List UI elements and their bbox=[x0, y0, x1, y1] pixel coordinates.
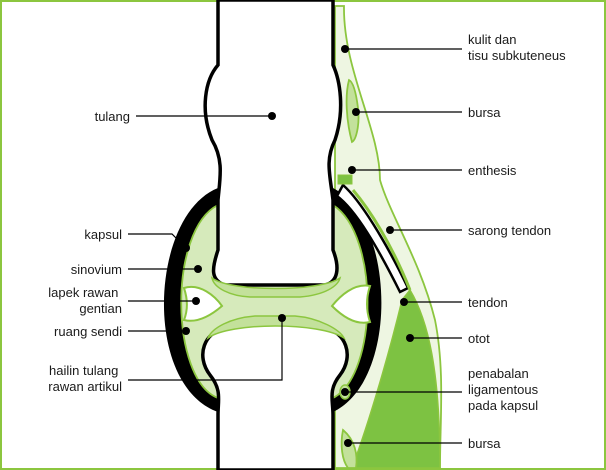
upper-bone bbox=[205, 0, 340, 285]
pointer-dot bbox=[352, 108, 360, 116]
pointer-dot bbox=[406, 334, 414, 342]
pointer-dot bbox=[341, 388, 349, 396]
label-kulit: kulit dan tisu subkuteneus bbox=[468, 32, 566, 63]
label-kapsul: kapsul bbox=[84, 227, 122, 242]
pointer-dot bbox=[386, 226, 394, 234]
label-otot: otot bbox=[468, 331, 490, 346]
label-sarong-tendon: sarong tendon bbox=[468, 223, 551, 238]
pointer-dot bbox=[194, 265, 202, 273]
pointer-dot bbox=[182, 327, 190, 335]
label-tulang: tulang bbox=[95, 109, 130, 124]
label-penabalan: penabalan ligamentous pada kapsul bbox=[468, 366, 542, 413]
label-bursa-top: bursa bbox=[468, 105, 501, 120]
pointer-dot bbox=[268, 112, 276, 120]
pointer-dot bbox=[192, 297, 200, 305]
pointer-dot bbox=[278, 314, 286, 322]
label-bursa-bottom: bursa bbox=[468, 436, 501, 451]
pointer-dot bbox=[348, 166, 356, 174]
pointer-dot bbox=[182, 244, 190, 252]
pointer-dot bbox=[344, 439, 352, 447]
label-lapek: lapek rawan gentian bbox=[48, 285, 122, 316]
pointer-dot bbox=[341, 45, 349, 53]
label-sinovium: sinovium bbox=[71, 262, 122, 277]
enthesis-marker bbox=[338, 175, 352, 184]
label-ruang-sendi: ruang sendi bbox=[54, 324, 122, 339]
lower-bone bbox=[203, 324, 347, 470]
label-enthesis: enthesis bbox=[468, 163, 517, 178]
label-hailin: hailin tulang rawan artikul bbox=[48, 363, 122, 394]
label-tendon: tendon bbox=[468, 295, 508, 310]
pointer-dot bbox=[400, 298, 408, 306]
